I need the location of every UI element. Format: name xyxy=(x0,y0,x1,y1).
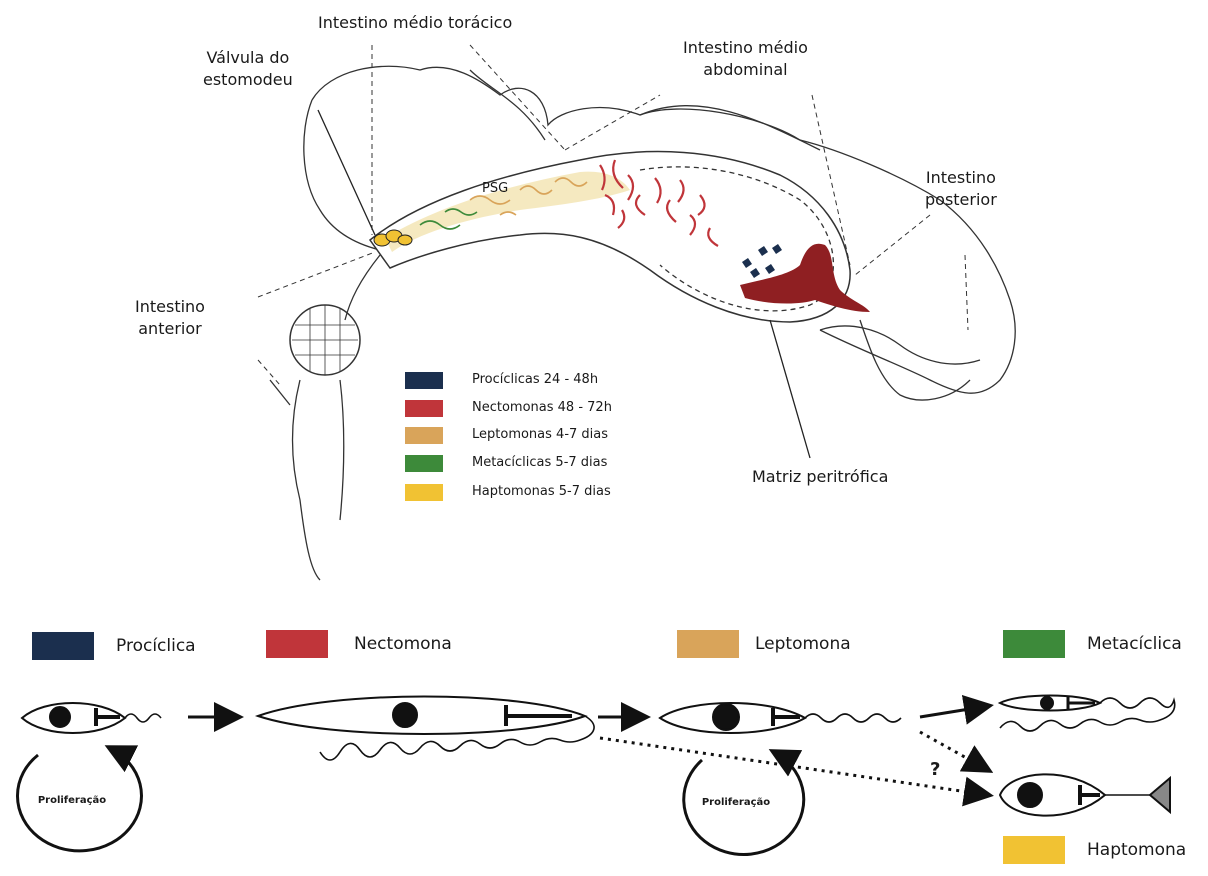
stage-label: Haptomona xyxy=(1087,838,1186,862)
label-line: anterior xyxy=(135,318,205,340)
legend-row: Metacíclicas 5-7 dias xyxy=(405,453,665,473)
label-psg: PSG xyxy=(482,178,508,200)
stage-metaciclica: Metacíclica xyxy=(1003,630,1203,670)
valve-pointer xyxy=(318,110,375,235)
label-line: Válvula do xyxy=(203,47,293,69)
stage-swatch xyxy=(677,630,739,658)
legend-label: Nectomonas 48 - 72h xyxy=(472,398,612,418)
stage-swatch xyxy=(32,632,94,660)
legend-swatch xyxy=(405,400,443,417)
stage-swatch xyxy=(266,630,328,658)
label-valvula-do-estomodeu: Válvula do estomodeu xyxy=(203,47,293,91)
label-intestino-posterior: Intestino posterior xyxy=(925,167,997,211)
stage-haptomona: Haptomona xyxy=(1003,836,1203,876)
legend-label: Haptomonas 5-7 dias xyxy=(472,482,611,502)
stage-procyclic: Procíclica xyxy=(32,632,232,672)
label-line: estomodeu xyxy=(203,69,293,91)
matrix-pointer xyxy=(770,320,810,458)
stage-label: Procíclica xyxy=(116,634,196,658)
stage-label: Metacíclica xyxy=(1087,632,1182,656)
stage-label: Leptomona xyxy=(755,632,851,656)
legend-swatch xyxy=(405,455,443,472)
legend-row: Nectomonas 48 - 72h xyxy=(405,398,665,418)
stage-nectomona: Nectomona xyxy=(266,630,496,670)
label-intestino-medio-abdominal: Intestino médio abdominal xyxy=(683,37,808,81)
stage-swatch xyxy=(1003,836,1065,864)
legend-label: Procíclicas 24 - 48h xyxy=(472,370,598,390)
proliferation-label: Proliferação xyxy=(22,795,122,806)
legend-row: Leptomonas 4-7 dias xyxy=(405,425,665,445)
label-intestino-anterior: Intestino anterior xyxy=(135,296,205,340)
label-line: Intestino médio xyxy=(683,37,808,59)
question-mark: ? xyxy=(930,759,940,780)
legend-row: Procíclicas 24 - 48h xyxy=(405,370,665,390)
legend-swatch xyxy=(405,484,443,501)
label-line: Intestino xyxy=(925,167,997,189)
label-matriz-peritrofica: Matriz peritrófica xyxy=(752,466,888,488)
legend-label: Leptomonas 4-7 dias xyxy=(472,425,608,445)
legend-swatch xyxy=(405,372,443,389)
label-line: posterior xyxy=(925,189,997,211)
legend-row: Haptomonas 5-7 dias xyxy=(405,482,665,502)
proliferation-label: Proliferação xyxy=(686,797,786,808)
label-line: Intestino xyxy=(135,296,205,318)
stage-leptomona: Leptomona xyxy=(677,630,877,670)
legend-swatch xyxy=(405,427,443,444)
stage-swatch xyxy=(1003,630,1065,658)
legend-label: Metacíclicas 5-7 dias xyxy=(472,453,607,473)
legend: Procíclicas 24 - 48h Nectomonas 48 - 72h… xyxy=(405,370,665,510)
label-intestino-medio-toracico: Intestino médio torácico xyxy=(318,12,512,34)
label-line: abdominal xyxy=(683,59,808,81)
stage-label: Nectomona xyxy=(354,632,452,656)
